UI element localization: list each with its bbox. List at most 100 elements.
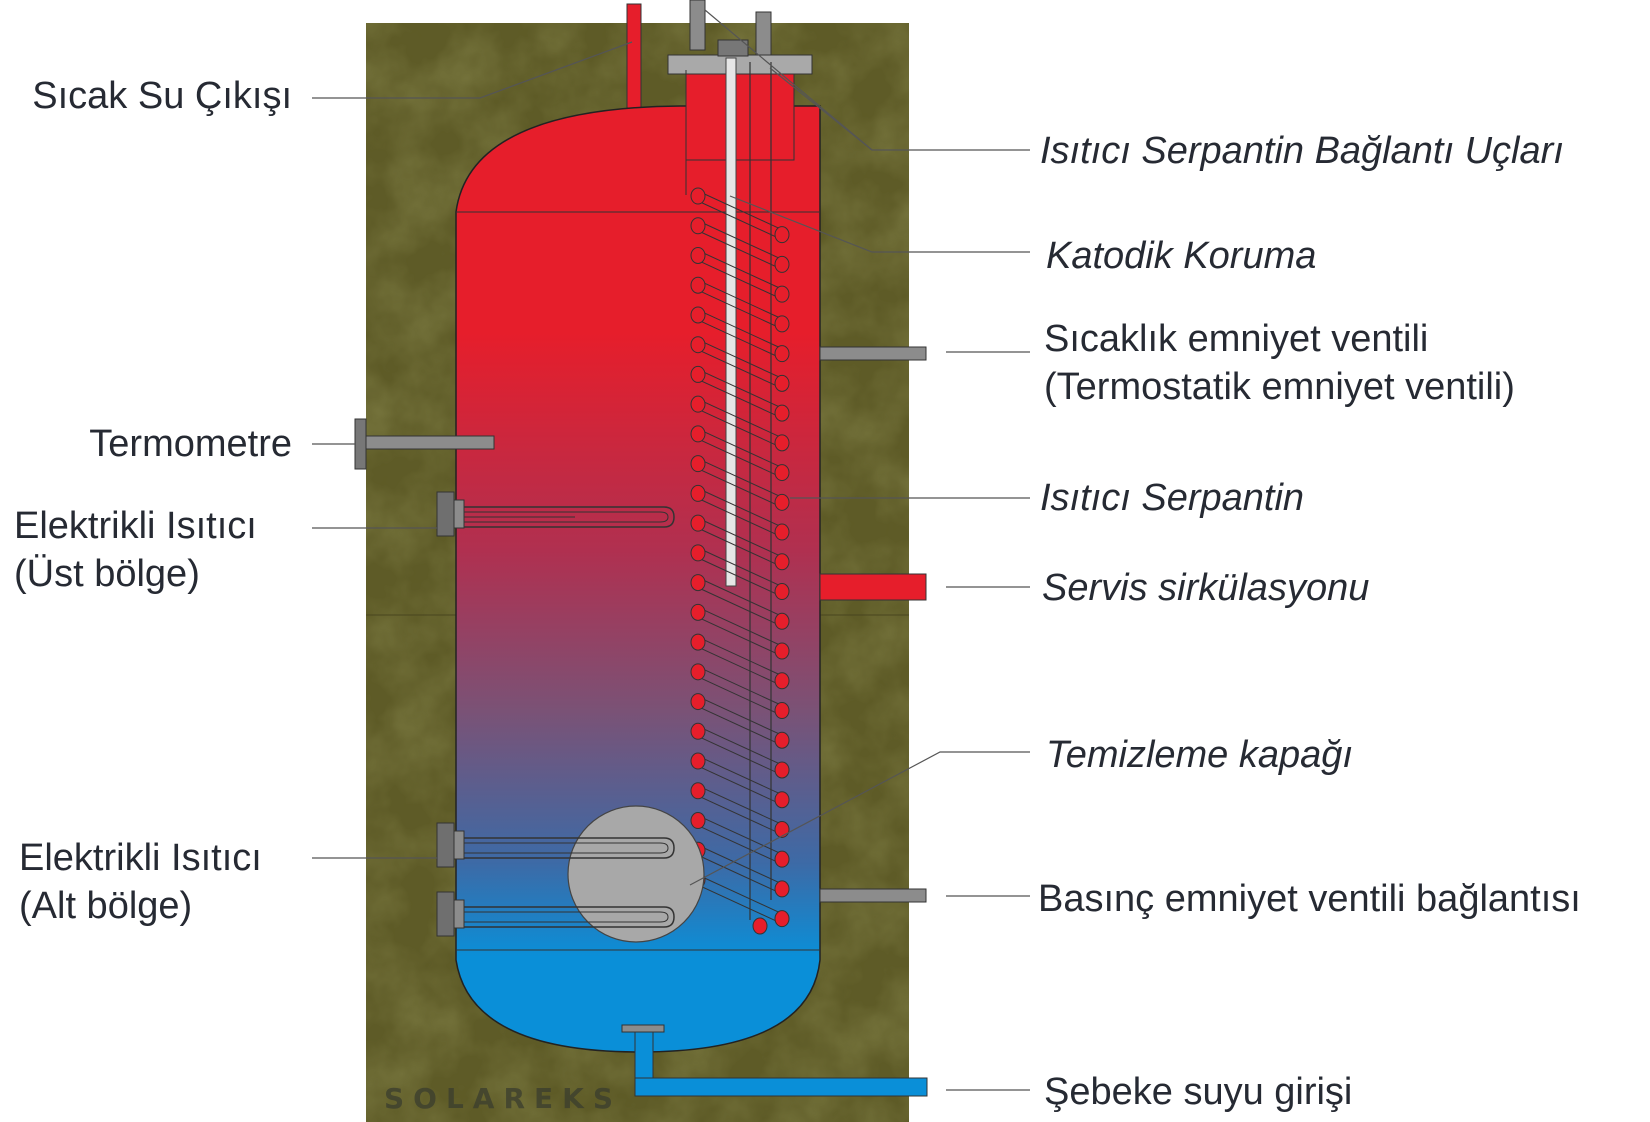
coil-segment	[697, 200, 783, 241]
coil-tube-end	[774, 434, 790, 452]
lower-electric-heater-2	[436, 891, 675, 937]
label-service: Servis sirkülasyonu	[1042, 567, 1370, 609]
label-coil-connections: Isıtıcı Serpantin Bağlantı Uçları	[1040, 130, 1564, 172]
coil-segment	[697, 408, 783, 449]
label-thermometer: Termometre	[89, 423, 292, 465]
coil-segment	[697, 795, 783, 835]
coil-tube-end	[774, 404, 790, 422]
label-heater-upper-1: Elektrikli Isıtıcı	[14, 505, 257, 547]
coil-segment	[697, 725, 783, 766]
coil-tube-end	[690, 603, 706, 621]
coil-tube-end	[774, 345, 790, 363]
coil-tube-end	[774, 226, 790, 244]
brand-watermark: SOLAREKS	[384, 1082, 623, 1115]
coil-tube-end	[690, 722, 706, 740]
lower-electric-heater-1	[436, 822, 675, 868]
coil-segment	[697, 309, 783, 350]
coil-tube-end	[774, 612, 790, 630]
label-heater-upper-2: (Üst bölge)	[14, 553, 200, 595]
coil-tube-end	[774, 672, 790, 690]
coil-segment	[697, 468, 783, 508]
coil-tube-end	[690, 187, 706, 205]
coil-tube-end	[690, 306, 706, 324]
coil-tube-end	[690, 395, 706, 413]
coil-segment	[697, 368, 783, 409]
coil-tube-end	[774, 701, 790, 719]
coil-segment	[697, 349, 783, 389]
coil-tube-end	[774, 731, 790, 749]
coil-tube-end	[690, 663, 706, 681]
coil-segment	[697, 696, 783, 736]
coil-segment	[697, 547, 783, 587]
coil-tube-end	[752, 917, 768, 935]
coil-segment	[697, 636, 783, 677]
coil-segment	[697, 666, 783, 706]
coil-segment	[697, 706, 783, 746]
coil-segment	[697, 874, 783, 915]
coil-segment	[697, 676, 783, 716]
heating-coil	[690, 187, 790, 935]
coil-tube-end	[774, 464, 790, 482]
mains-inlet-pipe	[621, 1024, 928, 1097]
top-flange	[667, 54, 813, 75]
coil-segment	[697, 220, 783, 260]
coil-tube-end	[774, 791, 790, 809]
coil-tube-end	[774, 583, 790, 601]
coil-segment	[697, 815, 783, 855]
coil-segment	[697, 765, 783, 806]
coil-segment	[697, 260, 783, 300]
label-pressure-valve: Basınç emniyet ventili bağlantısı	[1038, 878, 1581, 920]
coil-segment	[697, 646, 783, 687]
coil-segment	[697, 250, 783, 290]
coil-segment	[697, 587, 783, 627]
pressure-valve-port	[819, 888, 927, 903]
coil-segment	[697, 378, 783, 419]
coil-segment	[697, 825, 783, 865]
label-temp-valve-1: Sıcaklık emniyet ventili	[1044, 318, 1429, 360]
coil-segment	[697, 497, 783, 538]
top-dome	[685, 69, 795, 161]
service-circulation-port	[819, 573, 927, 601]
coil-tube-end	[690, 365, 706, 383]
coil-tube-end	[690, 336, 706, 354]
coil-segment	[697, 339, 783, 379]
coil-tube-end	[690, 276, 706, 294]
temp-safety-valve-port	[819, 346, 927, 361]
label-temp-valve-2: (Termostatik emniyet ventili)	[1044, 366, 1515, 408]
coil-tube-end	[690, 425, 706, 443]
hot-outlet-pipe	[626, 3, 642, 109]
label-mains-inlet: Şebeke suyu girişi	[1044, 1071, 1353, 1113]
coil-tube-end	[774, 820, 790, 838]
label-heater-lower-1: Elektrikli Isıtıcı	[19, 837, 262, 879]
label-hot-outlet: Sıcak Su Çıkışı	[32, 75, 292, 117]
anode-rod	[725, 57, 737, 587]
label-heater-lower-2: (Alt bölge)	[19, 885, 193, 927]
coil-tube-end	[774, 255, 790, 273]
coil-connection-pipe-1	[689, 0, 706, 51]
coil-segment	[697, 458, 783, 498]
coil-tube-end	[774, 880, 790, 898]
upper-electric-heater	[436, 491, 675, 537]
coil-segment	[697, 527, 783, 568]
coil-tube-end	[690, 246, 706, 264]
thermometer	[354, 418, 495, 470]
coil-segment	[697, 289, 783, 330]
coil-tube-end	[690, 217, 706, 235]
coil-segment	[697, 398, 783, 439]
coil-tube-end	[690, 633, 706, 651]
coil-tube-end	[774, 285, 790, 303]
coil-segment	[697, 884, 783, 925]
coil-tube-end	[774, 642, 790, 660]
coil-tube-end	[774, 910, 790, 928]
coil-segment	[697, 854, 783, 895]
coil-tube-end	[690, 514, 706, 532]
coil-segment	[697, 438, 783, 479]
label-coil: Isıtıcı Serpantin	[1040, 477, 1305, 519]
coil-segment	[697, 279, 783, 320]
coil-segment	[697, 616, 783, 657]
coil-tube-end	[690, 544, 706, 562]
label-cathodic: Katodik Koruma	[1046, 235, 1317, 277]
coil-segment	[697, 577, 783, 617]
coil-segment	[697, 517, 783, 558]
